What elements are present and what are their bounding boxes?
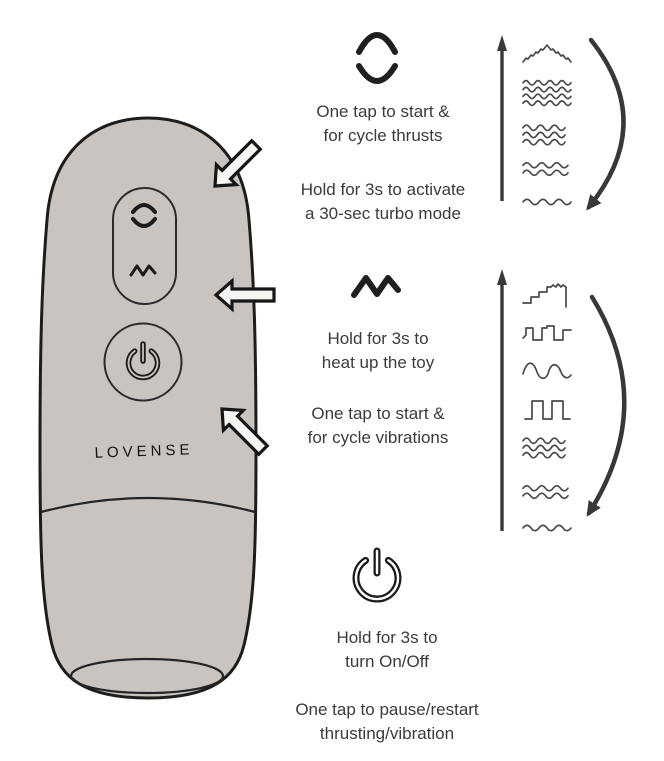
wave-icon	[351, 275, 401, 298]
pointer-arrow-vibration	[213, 277, 276, 313]
pointer-arrow-power	[220, 407, 270, 457]
device-body	[38, 116, 258, 700]
device-power-button[interactable]	[103, 322, 183, 402]
curved-cycle-arrow-icon	[586, 294, 627, 517]
device-sleeve-seam	[40, 496, 256, 514]
device-illustration: LOVENSE	[38, 116, 258, 700]
thrust-pattern-turbo-peak	[522, 44, 572, 63]
pointer-arrow-thrust	[213, 138, 263, 188]
thrust-tap-instruction: One tap to start & for cycle thrusts	[316, 102, 450, 145]
vibration-pattern-sine-wave	[522, 362, 572, 380]
vibration-pattern-stairs-up	[522, 283, 567, 308]
power-tap-instruction: One tap to pause/restart thrusting/vibra…	[295, 700, 479, 743]
thrust-pattern-waves-3	[522, 124, 566, 146]
pointer-arrows	[213, 138, 276, 457]
vibration-pattern-square-wave	[524, 400, 571, 420]
thrust-pattern-waves-2	[522, 161, 569, 177]
thrust-scale	[497, 35, 626, 211]
vibration-pattern-waves-3	[522, 437, 566, 459]
vibration-pattern-waves-1	[522, 524, 572, 532]
device-opening	[69, 657, 225, 695]
curved-cycle-arrow-icon	[586, 37, 626, 211]
power-icon	[352, 547, 402, 603]
thrust-pattern-waves-4	[522, 79, 572, 107]
vibration-scale	[497, 269, 627, 532]
mode-button-panel	[112, 187, 177, 305]
power-hold-instruction: Hold for 3s to turn On/Off	[336, 628, 438, 671]
thrust-intensity-scale	[522, 44, 572, 206]
vibration-hold-instruction: Hold for 3s to heat up the toy	[321, 329, 435, 372]
vibration-pattern-random-pulse	[522, 325, 572, 341]
thrust-icon	[356, 32, 398, 84]
vibration-intensity-scale	[522, 283, 572, 532]
device-thrust-button[interactable]	[131, 203, 157, 228]
vibration-pattern-waves-2	[522, 484, 569, 500]
brand-logo: LOVENSE	[94, 441, 193, 461]
thrust-hold-instruction: Hold for 3s to activate a 30-sec turbo m…	[300, 180, 466, 223]
device-vibration-button[interactable]	[129, 264, 157, 277]
vibration-tap-instruction: One tap to start & for cycle vibrations	[307, 404, 449, 447]
thrust-pattern-waves-1	[522, 198, 572, 206]
